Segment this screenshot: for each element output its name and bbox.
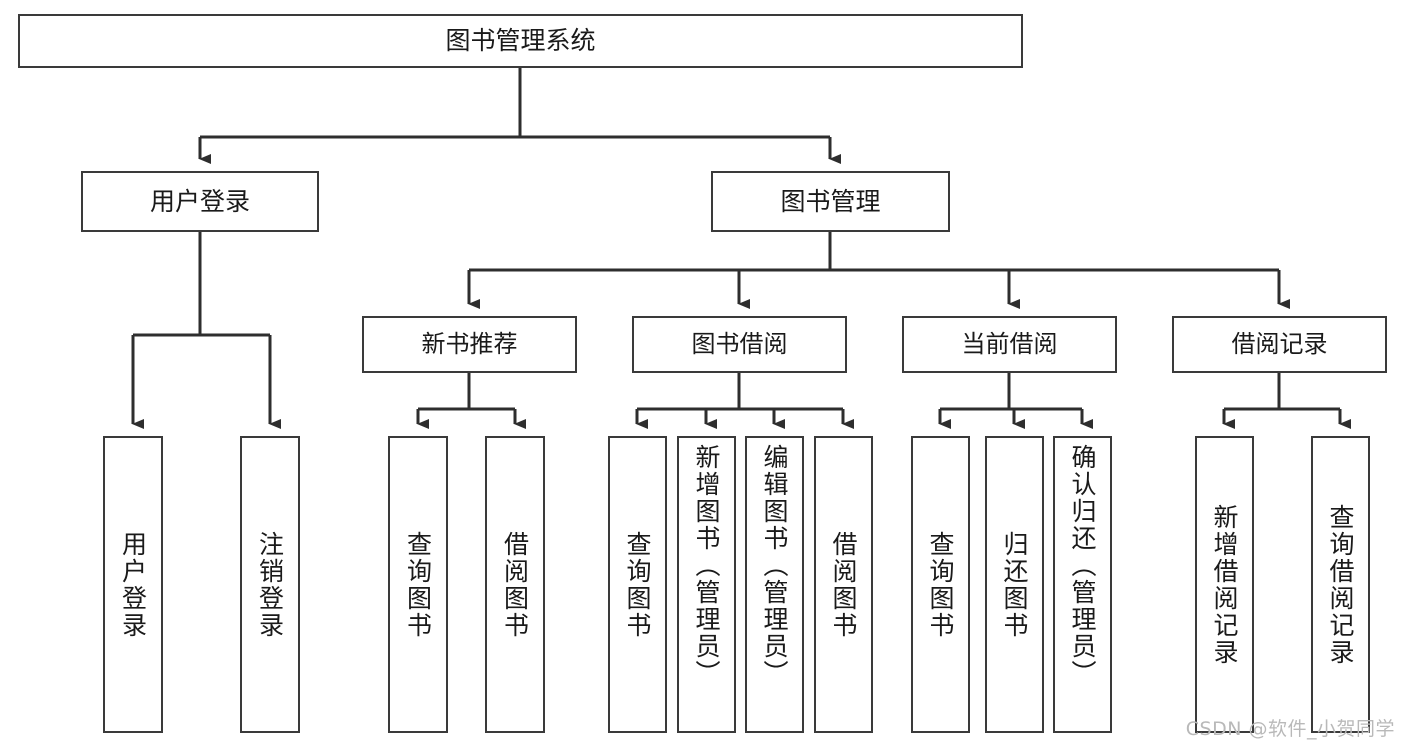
node-book-borrow-label: 图书借阅 — [691, 330, 788, 359]
csdn-watermark: CSDN @软件_小贺同学 — [1185, 718, 1395, 740]
node-book-management-label: 图书管理 — [780, 186, 881, 216]
node-book-management[interactable]: 图书管理 — [711, 171, 950, 232]
leaf-edit-book-admin[interactable]: 编辑图书（管理员） — [745, 436, 804, 733]
node-root-label: 图书管理系统 — [445, 26, 596, 56]
leaf-query-borrow-record-label: 查询借阅记录 — [1326, 503, 1355, 666]
node-new-book-recommend-label: 新书推荐 — [421, 330, 518, 359]
leaf-query-book-borrow-label: 查询图书 — [623, 530, 652, 639]
leaf-logout[interactable]: 注销登录 — [240, 436, 300, 733]
leaf-query-book-recommend[interactable]: 查询图书 — [388, 436, 448, 733]
node-user-login[interactable]: 用户登录 — [81, 171, 319, 232]
leaf-user-login[interactable]: 用户登录 — [103, 436, 163, 733]
leaf-add-borrow-record-label: 新增借阅记录 — [1210, 503, 1239, 666]
leaf-return-book-label: 归还图书 — [1000, 530, 1029, 639]
leaf-borrow-book-recommend[interactable]: 借阅图书 — [485, 436, 545, 733]
leaf-borrow-book-label: 借阅图书 — [829, 530, 858, 639]
leaf-query-book-recommend-label: 查询图书 — [403, 530, 433, 639]
leaf-add-book-admin[interactable]: 新增图书（管理员） — [677, 436, 736, 733]
node-book-borrow[interactable]: 图书借阅 — [632, 316, 847, 373]
leaf-logout-label: 注销登录 — [255, 530, 285, 639]
node-root[interactable]: 图书管理系统 — [18, 14, 1023, 68]
leaf-borrow-book[interactable]: 借阅图书 — [814, 436, 873, 733]
leaf-edit-book-admin-label: 编辑图书（管理员） — [760, 444, 789, 687]
leaf-borrow-book-recommend-label: 借阅图书 — [500, 530, 530, 639]
node-new-book-recommend[interactable]: 新书推荐 — [362, 316, 577, 373]
leaf-user-login-label: 用户登录 — [118, 530, 148, 639]
node-borrow-record-label: 借阅记录 — [1231, 330, 1328, 359]
node-current-borrow-label: 当前借阅 — [961, 330, 1058, 359]
node-borrow-record[interactable]: 借阅记录 — [1172, 316, 1387, 373]
leaf-query-book-borrow[interactable]: 查询图书 — [608, 436, 667, 733]
leaf-confirm-return-admin-label: 确认归还（管理员） — [1068, 444, 1097, 687]
leaf-query-book-current-label: 查询图书 — [926, 530, 955, 639]
leaf-query-book-current[interactable]: 查询图书 — [911, 436, 970, 733]
leaf-add-book-admin-label: 新增图书（管理员） — [692, 444, 721, 687]
leaf-add-borrow-record[interactable]: 新增借阅记录 — [1195, 436, 1254, 733]
leaf-return-book[interactable]: 归还图书 — [985, 436, 1044, 733]
node-current-borrow[interactable]: 当前借阅 — [902, 316, 1117, 373]
node-user-login-label: 用户登录 — [149, 186, 250, 216]
leaf-query-borrow-record[interactable]: 查询借阅记录 — [1311, 436, 1370, 733]
leaf-confirm-return-admin[interactable]: 确认归还（管理员） — [1053, 436, 1112, 733]
